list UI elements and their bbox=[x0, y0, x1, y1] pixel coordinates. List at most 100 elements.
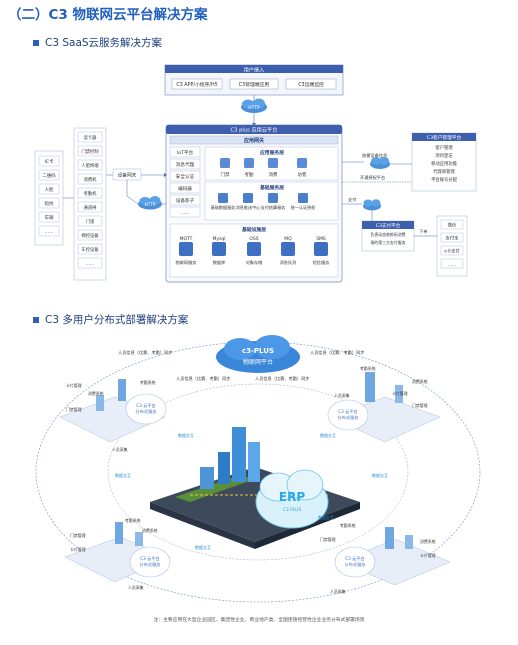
left-services-column: IoT平台 消息代理 安全认证 编码器 设备影子 …… bbox=[169, 146, 201, 218]
svg-text:消费系统: 消费系统 bbox=[420, 539, 436, 544]
tower-building-3 bbox=[218, 452, 230, 484]
svg-text:C3 云平台: C3 云平台 bbox=[345, 555, 364, 562]
http-cloud-top-icon: HTTP bbox=[241, 98, 267, 113]
svg-text:消费系统: 消费系统 bbox=[142, 528, 158, 533]
svg-text:消费系统: 消费系统 bbox=[412, 379, 428, 384]
svg-text:二维码: 二维码 bbox=[42, 172, 56, 179]
svg-text:指纹: 指纹 bbox=[45, 200, 54, 207]
svg-text:人脸终端: 人脸终端 bbox=[81, 162, 99, 169]
svg-text:门禁控制: 门禁控制 bbox=[81, 148, 98, 155]
pay-method-wechat: 微信 bbox=[448, 222, 457, 229]
auth-icon bbox=[298, 193, 308, 203]
svg-text:门禁管理: 门禁管理 bbox=[320, 537, 336, 542]
inner-ring bbox=[107, 383, 409, 561]
sync-label-1: 人员信息（比赛、考勤）同步 bbox=[118, 349, 172, 356]
app-service-icons: 门禁 考勤 消费 访客 bbox=[220, 158, 307, 178]
svg-text:统一认证授权: 统一认证授权 bbox=[291, 204, 316, 210]
footnote: 注：主要应用在大型企业园区、集团性企业、商业地产类、全国连锁经营性企业业务分布式… bbox=[153, 618, 365, 623]
infra-items: MQTT 物联网服务 Mysql 数据库 OSS 对象存储 MQ 消息队列 SM… bbox=[176, 236, 331, 266]
c3plus-cloud-icon: c3-PLUS 物联网平台 bbox=[216, 335, 300, 373]
exchange-label-right: 数据交互 bbox=[372, 472, 388, 478]
svg-text:门禁管理: 门禁管理 bbox=[66, 407, 82, 412]
devices-left-items: IC卡 二维码 人脸 指纹 车辆 …… bbox=[38, 155, 60, 237]
svg-text:基础数据服务: 基础数据服务 bbox=[211, 204, 236, 210]
visitor-icon bbox=[297, 158, 307, 168]
svg-text:消费系统: 消费系统 bbox=[88, 391, 104, 396]
svg-text:C3远端监控: C3远端监控 bbox=[298, 81, 324, 88]
exchange-label-3: 数据交互 bbox=[195, 544, 211, 550]
cloud-small-right-1-icon bbox=[370, 157, 390, 169]
svg-text:客户管理: 客户管理 bbox=[435, 144, 453, 151]
section2-heading: C3 多用户分布式部署解决方案 bbox=[33, 312, 188, 327]
svg-text:OSS: OSS bbox=[249, 236, 258, 242]
user-access-item-admin bbox=[229, 78, 279, 90]
svg-text:人员采集: 人员采集 bbox=[334, 393, 350, 398]
mgmt-platform-title: C3客户管理平台 bbox=[427, 134, 462, 141]
push-label: 开通授权平台 bbox=[360, 174, 385, 181]
svg-text:车控设备: 车控设备 bbox=[81, 246, 99, 253]
exchange-label-4: 数据交互 bbox=[318, 514, 334, 520]
svg-text:读卡器: 读卡器 bbox=[84, 134, 98, 141]
svg-text:卡片管理: 卡片管理 bbox=[70, 547, 86, 552]
left-service-iot: IoT平台 bbox=[177, 149, 194, 156]
svg-text:卡片管理: 卡片管理 bbox=[66, 383, 82, 388]
svg-text:考勤机: 考勤机 bbox=[84, 190, 98, 197]
page-title: （二）C3 物联网云平台解决方案 bbox=[8, 7, 208, 23]
center-city-illustration bbox=[150, 427, 360, 549]
svg-text:C3管理端应用: C3管理端应用 bbox=[239, 81, 270, 88]
svg-text:短信服务: 短信服务 bbox=[313, 259, 331, 266]
platform-header bbox=[166, 125, 342, 134]
user-access-header bbox=[165, 65, 343, 73]
left-service-msg: 消息代理 bbox=[176, 161, 195, 168]
svg-text:……: …… bbox=[86, 262, 95, 267]
cloud-small-right-2-icon bbox=[363, 199, 381, 211]
mgmt-platform-box bbox=[411, 132, 477, 192]
order-label: 下单 bbox=[419, 228, 427, 235]
svg-text:消费: 消费 bbox=[269, 171, 278, 178]
svg-text:支付结算服务: 支付结算服务 bbox=[261, 204, 286, 210]
cloud-title: c3-PLUS bbox=[242, 347, 274, 355]
svg-text:分布式服务: 分布式服务 bbox=[345, 561, 367, 568]
section-bullet-icon bbox=[33, 39, 39, 46]
payment-icon bbox=[268, 193, 278, 203]
base-services-title: 基础服务层 bbox=[260, 184, 284, 191]
svg-text:代理商管理: 代理商管理 bbox=[433, 168, 455, 175]
mq-db-icon bbox=[281, 242, 295, 256]
svg-text:数据库: 数据库 bbox=[213, 259, 226, 266]
devices-right-items: 读卡器 门禁控制 人脸终端 消费机 考勤机 通道闸 门锁 梯控设备 车控设备 …… bbox=[77, 131, 103, 269]
svg-text:C3 云平台: C3 云平台 bbox=[140, 555, 159, 562]
sync-label: 按需设备信息 bbox=[362, 152, 387, 159]
pay-method-ecard: e卡支付 bbox=[444, 248, 460, 255]
svg-text:Mysql: Mysql bbox=[213, 236, 226, 242]
svg-text:人员采集: 人员采集 bbox=[128, 585, 144, 590]
erp-cloud-icon: ERP C3 PLUS bbox=[255, 469, 329, 529]
svg-text:项目登记: 项目登记 bbox=[435, 152, 453, 159]
distributed-deployment-diagram: c3-PLUS 物联网平台 人员信息（比赛、考勤）同步 人员信息（比赛、考勤）同… bbox=[35, 335, 481, 603]
svg-text:C3 云平台: C3 云平台 bbox=[338, 408, 357, 415]
svg-text:门锁: 门锁 bbox=[86, 218, 95, 225]
svg-text:物联网服务: 物联网服务 bbox=[176, 259, 198, 266]
sync-label-2: 人员信息（比赛、考勤）同步 bbox=[310, 349, 364, 356]
svg-text:消息队列: 消息队列 bbox=[280, 259, 297, 266]
door-icon bbox=[220, 158, 230, 168]
svg-text:考勤系统: 考勤系统 bbox=[125, 518, 141, 523]
left-service-more: …… bbox=[180, 211, 190, 216]
svg-text:IC卡: IC卡 bbox=[45, 158, 54, 165]
user-access-item-monitor bbox=[285, 78, 337, 90]
exchange-label-1: 数据交互 bbox=[178, 432, 194, 438]
pay-label: 支付 bbox=[348, 196, 356, 203]
svg-text:C3 云平台: C3 云平台 bbox=[136, 402, 155, 409]
svg-text:考勤系统: 考勤系统 bbox=[140, 380, 156, 385]
svg-text:考勤: 考勤 bbox=[245, 171, 254, 178]
sms-db-icon bbox=[314, 242, 328, 256]
sync-label-4: 人员信息（比赛、考勤）同步 bbox=[255, 375, 309, 382]
cloud-subtitle: 物联网平台 bbox=[243, 358, 273, 366]
outer-ring bbox=[35, 341, 481, 603]
site-top-left: C3 云平台 分布式服务 卡片管理 消费系统 门禁管理 考勤系统 人员采集 bbox=[59, 379, 167, 452]
gateway-bar bbox=[169, 135, 339, 145]
svg-text:MQ: MQ bbox=[284, 236, 292, 242]
svg-text:平台账号分配: 平台账号分配 bbox=[431, 176, 457, 183]
pay-method-more: …… bbox=[448, 263, 457, 268]
section2-title: C3 多用户分布式部署解决方案 bbox=[45, 314, 189, 326]
svg-text:门禁管理: 门禁管理 bbox=[412, 403, 428, 408]
